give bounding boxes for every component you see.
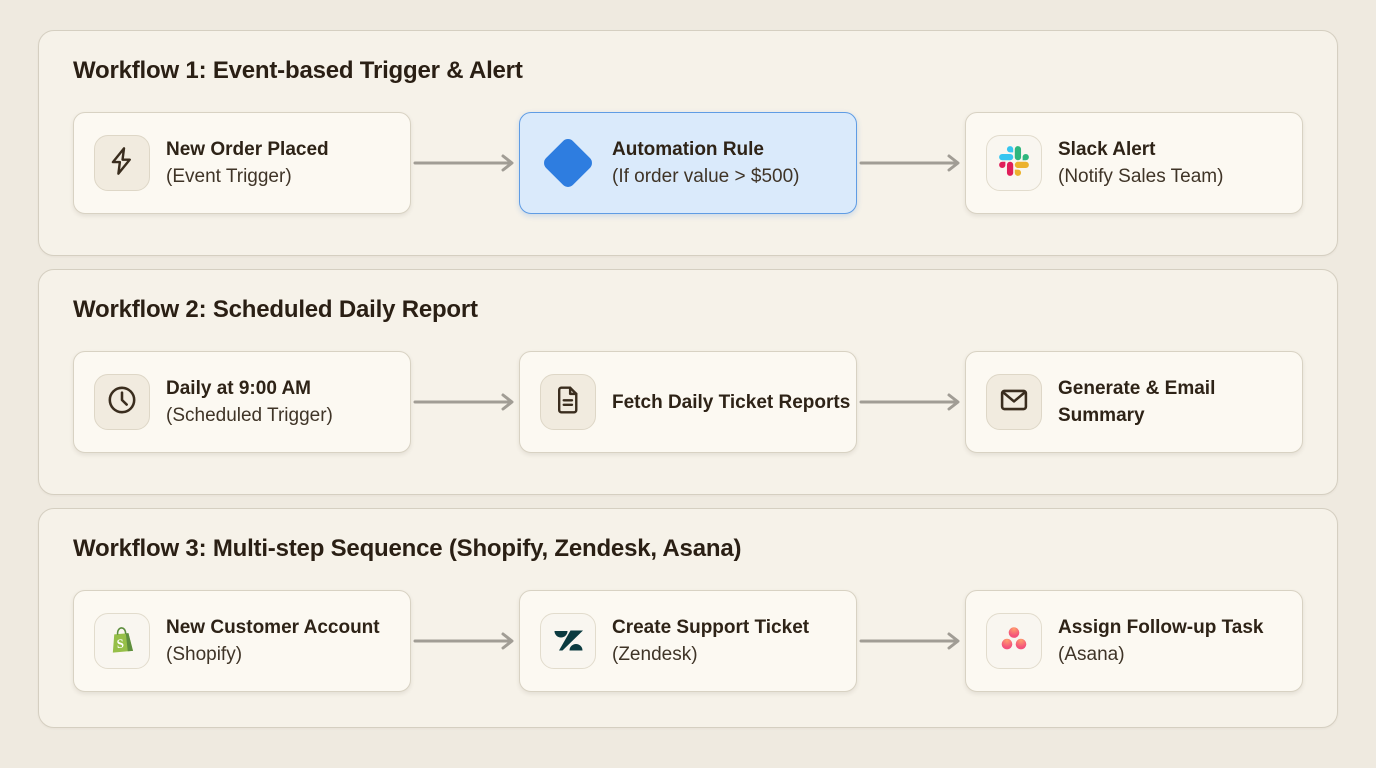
flow-arrow: [411, 152, 519, 174]
node-subtitle: (Scheduled Trigger): [166, 405, 333, 426]
shopify-icon: S: [104, 621, 140, 662]
workflow-diagram: Workflow 1: Event-based Trigger & Alert …: [38, 30, 1338, 728]
asana-icon: [997, 622, 1031, 661]
node-subtitle: (If order value > $500): [612, 166, 800, 187]
node-title: Generate & Email Summary: [1058, 378, 1216, 426]
node-assign-task[interactable]: Assign Follow-up Task (Asana): [965, 590, 1303, 692]
node-daily-trigger[interactable]: Daily at 9:00 AM (Scheduled Trigger): [73, 351, 411, 453]
slack-icon-tile: [986, 135, 1042, 191]
node-new-order-placed[interactable]: New Order Placed (Event Trigger): [73, 112, 411, 214]
workflow-panel-3: Workflow 3: Multi-step Sequence (Shopify…: [38, 508, 1338, 728]
node-title: Slack Alert: [1058, 139, 1156, 160]
node-subtitle: (Shopify): [166, 644, 243, 665]
document-icon: [552, 384, 584, 421]
node-subtitle: (Notify Sales Team): [1058, 166, 1224, 187]
slack-icon: [999, 145, 1029, 181]
node-slack-alert[interactable]: Slack Alert (Notify Sales Team): [965, 112, 1303, 214]
node-title: New Customer Account: [166, 617, 380, 638]
workflow-panel-2: Workflow 2: Scheduled Daily Report Daily…: [38, 269, 1338, 495]
document-icon-tile: [540, 374, 596, 430]
node-title: Create Support Ticket: [612, 617, 810, 638]
node-title: Automation Rule: [612, 139, 764, 160]
clock-icon-tile: [94, 374, 150, 430]
flow-arrow: [857, 630, 965, 652]
shopify-icon-tile: S: [94, 613, 150, 669]
node-automation-rule[interactable]: Automation Rule (If order value > $500): [519, 112, 857, 214]
node-subtitle: (Zendesk): [612, 644, 698, 665]
workflow-3-row: S New Customer Account (Shopify): [73, 590, 1303, 692]
lightning-icon-tile: [94, 135, 150, 191]
node-subtitle: (Event Trigger): [166, 166, 292, 187]
clock-icon: [105, 383, 139, 422]
lightning-icon: [106, 145, 138, 182]
mail-icon: [997, 383, 1031, 422]
node-title: Fetch Daily Ticket Reports: [612, 391, 851, 413]
node-subtitle: (Asana): [1058, 644, 1125, 665]
node-title: New Order Placed: [166, 139, 329, 160]
workflow-1-row: New Order Placed (Event Trigger) Automat…: [73, 112, 1303, 214]
zendesk-icon: [550, 621, 586, 662]
node-email-summary[interactable]: Generate & Email Summary: [965, 351, 1303, 453]
workflow-1-title: Workflow 1: Event-based Trigger & Alert: [73, 57, 523, 84]
asana-icon-tile: [986, 613, 1042, 669]
svg-text:S: S: [116, 636, 124, 651]
node-create-ticket[interactable]: Create Support Ticket (Zendesk): [519, 590, 857, 692]
node-title: Assign Follow-up Task: [1058, 617, 1264, 638]
flow-arrow: [857, 391, 965, 413]
flow-arrow: [411, 391, 519, 413]
flow-arrow: [411, 630, 519, 652]
workflow-2-title: Workflow 2: Scheduled Daily Report: [73, 296, 478, 323]
node-fetch-reports[interactable]: Fetch Daily Ticket Reports: [519, 351, 857, 453]
node-new-customer[interactable]: S New Customer Account (Shopify): [73, 590, 411, 692]
zendesk-icon-tile: [540, 613, 596, 669]
flow-arrow: [857, 152, 965, 174]
node-title: Daily at 9:00 AM: [166, 378, 312, 399]
workflow-2-row: Daily at 9:00 AM (Scheduled Trigger): [73, 351, 1303, 453]
mail-icon-tile: [986, 374, 1042, 430]
workflow-panel-1: Workflow 1: Event-based Trigger & Alert …: [38, 30, 1338, 256]
workflow-3-title: Workflow 3: Multi-step Sequence (Shopify…: [73, 535, 742, 562]
diamond-icon: [540, 135, 596, 191]
